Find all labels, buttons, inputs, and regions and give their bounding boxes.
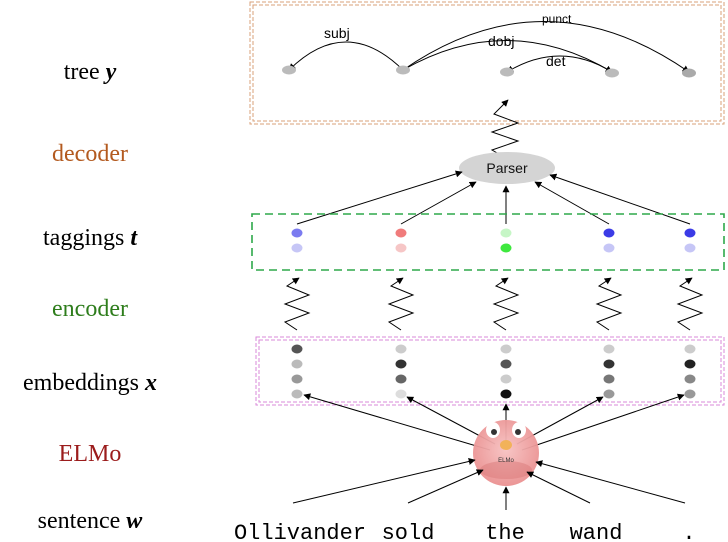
encoder-label: encoder: [52, 296, 128, 322]
encoder-zigzag-2: [387, 277, 415, 331]
encoder-zigzag-1: [283, 277, 311, 331]
parser-node: Parser: [459, 152, 555, 184]
elmo-nose: [500, 440, 512, 450]
decoder-label: decoder: [52, 141, 128, 167]
sentence-tokens: Ollivander sold the wand .: [234, 521, 696, 542]
tagging-dot-3-top: [500, 228, 512, 238]
token-sold: sold: [382, 521, 435, 542]
embedding-dots: [291, 344, 696, 399]
tagging-dot-5-top: [684, 228, 696, 238]
tree-node-1: [282, 65, 296, 75]
dependency-arcs: subj punct dobj det: [288, 12, 690, 73]
embedding-dot-5-3: [684, 374, 696, 384]
encoder-zigzags: [283, 277, 704, 331]
tagging-dot-3-bottom: [500, 243, 512, 253]
tree-nodes: [282, 65, 696, 78]
tagging-dot-4-top: [603, 228, 615, 238]
arc-punct: [402, 21, 690, 73]
encoder-zigzag-5: [676, 277, 704, 331]
embedding-dot-2-1: [395, 344, 407, 354]
embedding-dot-5-4: [684, 389, 696, 399]
tagging-dot-1-bottom: [291, 243, 303, 253]
embedding-dot-4-2: [603, 359, 615, 369]
embedding-dot-3-1: [500, 344, 512, 354]
embedding-dot-5-2: [684, 359, 696, 369]
tagging-dots: [291, 228, 696, 253]
tagging-dot-1-top: [291, 228, 303, 238]
tagging-dot-4-bottom: [603, 243, 615, 253]
embedding-dot-3-2: [500, 359, 512, 369]
arc-label-subj: subj: [324, 25, 350, 41]
tree-label: tree: [63, 59, 100, 85]
elmo-badge: ELMo: [473, 420, 539, 486]
taggings-label: taggings: [43, 225, 125, 251]
parser-label: Parser: [486, 160, 528, 176]
embedding-dot-2-4: [395, 389, 407, 399]
tagging-dot-5-bottom: [684, 243, 696, 253]
sentence-label: sentence: [37, 508, 121, 534]
row-label-elmo: ELMo: [0, 440, 180, 468]
embedding-dot-3-4: [500, 389, 512, 399]
arc-subj: [288, 41, 404, 71]
embeddings-label: embeddings: [23, 370, 139, 396]
tagging-box: [251, 213, 725, 271]
tagging-dot-2-top: [395, 228, 407, 238]
embedding-dot-3-3: [500, 374, 512, 384]
embedding-dot-1-2: [291, 359, 303, 369]
elmo-label: ELMo: [58, 441, 122, 467]
tagging-to-parser-arrows: [296, 170, 691, 225]
encoder-zigzag-3: [492, 277, 520, 331]
sentence-var: w: [126, 508, 143, 534]
tree-node-2: [396, 65, 410, 75]
token-the: the: [485, 521, 525, 542]
embedding-dot-1-4: [291, 389, 303, 399]
arc-label-punct: punct: [542, 12, 572, 26]
elmo-badge-label: ELMo: [498, 458, 514, 464]
word-to-elmo-arrows: [292, 458, 686, 510]
taggings-var: t: [130, 225, 137, 251]
embedding-dot-4-3: [603, 374, 615, 384]
embedding-dot-2-2: [395, 359, 407, 369]
embedding-dot-4-4: [603, 389, 615, 399]
arc-label-det: det: [546, 53, 566, 69]
embedding-dot-5-1: [684, 344, 696, 354]
token-wand: wand: [570, 521, 623, 542]
embedding-dot-1-1: [291, 344, 303, 354]
embedding-dot-4-1: [603, 344, 615, 354]
embedding-dot-2-3: [395, 374, 407, 384]
tagging-dot-2-bottom: [395, 243, 407, 253]
arc-label-dobj: dobj: [488, 33, 514, 49]
tree-node-3: [500, 67, 514, 77]
arc-det: [506, 55, 613, 73]
row-label-decoder: decoder: [0, 140, 180, 168]
embeddings-var: x: [144, 370, 157, 396]
tree-var: y: [105, 59, 117, 85]
arc-dobj: [402, 40, 613, 73]
token-period: .: [682, 521, 695, 542]
token-ollivander: Ollivander: [234, 521, 366, 542]
decoder-zigzag: [490, 99, 520, 159]
embedding-dot-1-3: [291, 374, 303, 384]
embedding-box: [255, 336, 725, 406]
tree-node-5: [682, 68, 696, 78]
tree-node-4: [605, 68, 619, 78]
row-label-encoder: encoder: [0, 295, 180, 323]
tree-box: [249, 1, 725, 125]
encoder-zigzag-4: [595, 277, 623, 331]
